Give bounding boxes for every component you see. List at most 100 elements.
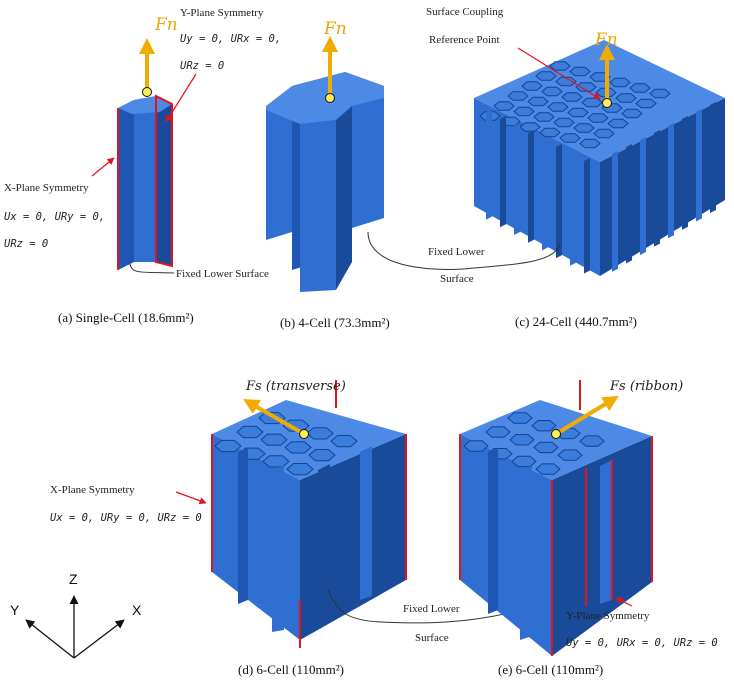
cell-fin — [696, 109, 702, 222]
hex-cell — [635, 98, 657, 109]
reference-point-b — [325, 93, 335, 103]
force-label-b: Fn — [323, 19, 347, 39]
fin-d-4 — [360, 446, 372, 600]
hex-cell — [308, 449, 336, 462]
cell-fin — [682, 116, 688, 230]
reference-label-c: Reference Point — [429, 34, 500, 46]
panel-d: Fs (transverse) X-Plane Symmetry Ux = 0,… — [50, 379, 521, 677]
y-plane-line1-a: Uy = 0, URx = 0, — [180, 33, 281, 45]
cell-a-left-face — [118, 100, 134, 270]
hex-cell — [507, 91, 529, 101]
hex-cell — [579, 435, 605, 447]
reference-point-c — [602, 98, 612, 108]
hex-cell — [587, 113, 609, 123]
axis-x-line — [73, 619, 125, 659]
hex-cell — [519, 122, 541, 132]
force-label-c: Fn — [594, 30, 618, 50]
hex-cell — [485, 426, 511, 438]
force-arrow-d — [243, 399, 305, 436]
caption-c: (c) 24-Cell (440.7mm²) — [515, 314, 637, 329]
hex-cell — [531, 420, 557, 432]
cell-a-front-face — [134, 96, 156, 262]
panel-b: Fn (b) 4-Cell (73.3mm²) — [266, 19, 390, 330]
cell-fin — [542, 137, 548, 251]
hex-cell — [607, 118, 629, 129]
force-label-e: Fs (ribbon) — [609, 379, 683, 394]
hex-cell — [284, 441, 312, 454]
force-arrow-e — [554, 395, 619, 436]
hex-cell — [615, 93, 637, 103]
y-plane-pointer-e — [615, 597, 633, 607]
hex-cell — [306, 427, 334, 440]
x-plane-line1-d: Ux = 0, URy = 0, URz = 0 — [50, 512, 202, 524]
hex-cell — [507, 412, 533, 424]
cell-fin — [514, 123, 520, 235]
hex-cell — [541, 86, 563, 97]
hex-cell — [535, 463, 561, 475]
hex-cell — [535, 71, 557, 81]
fin-d-2 — [272, 466, 284, 632]
fixed-line2-c: Surface — [440, 273, 474, 285]
reference-pointer-c — [517, 47, 601, 100]
hex-cell — [555, 76, 577, 87]
fin-e-1 — [488, 448, 498, 614]
hex-cell — [260, 433, 288, 446]
cell-fin — [486, 109, 492, 220]
cell-fin — [570, 151, 576, 266]
hex-cell — [513, 106, 535, 117]
caption-e: (e) 6-Cell (110mm²) — [498, 662, 603, 677]
cell-grid-c — [479, 61, 671, 149]
y-plane-face-a — [155, 94, 173, 268]
cell-fin — [626, 144, 632, 264]
hex-cell — [236, 425, 264, 439]
cell-grid-d — [214, 411, 358, 476]
hex-cell — [493, 101, 515, 111]
hex-cell — [621, 108, 643, 119]
axis-y-label: Y — [10, 602, 20, 618]
block-d-top — [212, 400, 406, 480]
reference-point-a — [142, 87, 152, 97]
x-plane-title-d: X-Plane Symmetry — [50, 484, 135, 496]
hex-cell — [609, 77, 631, 88]
hex-cell — [573, 123, 595, 133]
reference-point-e — [551, 429, 561, 439]
caption-a: (a) Single-Cell (18.6mm²) — [58, 310, 194, 325]
y-plane-pointer-a — [165, 73, 197, 123]
panel-e: Fs (ribbon) Y-Plane Symmetry Uy = 0, URx… — [459, 379, 718, 677]
axis-y-line — [25, 619, 75, 659]
cell-fin — [612, 151, 618, 272]
caption-d: (d) 6-Cell (110mm²) — [238, 662, 344, 677]
cell-b-front — [300, 120, 336, 292]
block-e-top — [460, 400, 652, 480]
hex-cell — [539, 127, 561, 138]
fixed-line1-c: Fixed Lower — [428, 246, 485, 258]
fin-e-3 — [574, 468, 586, 610]
x-plane-pointer-a — [91, 157, 115, 177]
hex-cell — [559, 133, 581, 143]
caption-b: (b) 4-Cell (73.3mm²) — [280, 315, 390, 330]
fixed-leader-d — [327, 589, 521, 624]
hex-cell — [330, 435, 358, 448]
y-plane-title-e: Y-Plane Symmetry — [566, 610, 650, 622]
fixed-leader-c — [367, 231, 561, 270]
hex-cell — [593, 128, 615, 139]
cell-fin — [710, 102, 716, 213]
hex-cell — [286, 463, 314, 476]
cell-fin — [584, 158, 590, 274]
x-plane-line1-a: Ux = 0, URy = 0, — [4, 211, 105, 223]
y-plane-line2-a: URz = 0 — [180, 60, 224, 72]
hex-cell — [561, 92, 583, 102]
cell-fin — [640, 137, 646, 255]
hex-cell — [533, 441, 559, 454]
y-plane-line1-e: Uy = 0, URx = 0, URz = 0 — [566, 637, 718, 649]
cell-fin — [528, 130, 534, 243]
hex-cell — [509, 434, 535, 446]
cell-b-left — [266, 96, 292, 240]
hex-cell — [553, 117, 575, 128]
cell-grid-e — [463, 412, 605, 475]
cell-b-frontright — [336, 120, 352, 290]
fin-e-2 — [520, 466, 532, 640]
hex-cell — [549, 61, 571, 71]
cell-fin — [500, 116, 506, 228]
